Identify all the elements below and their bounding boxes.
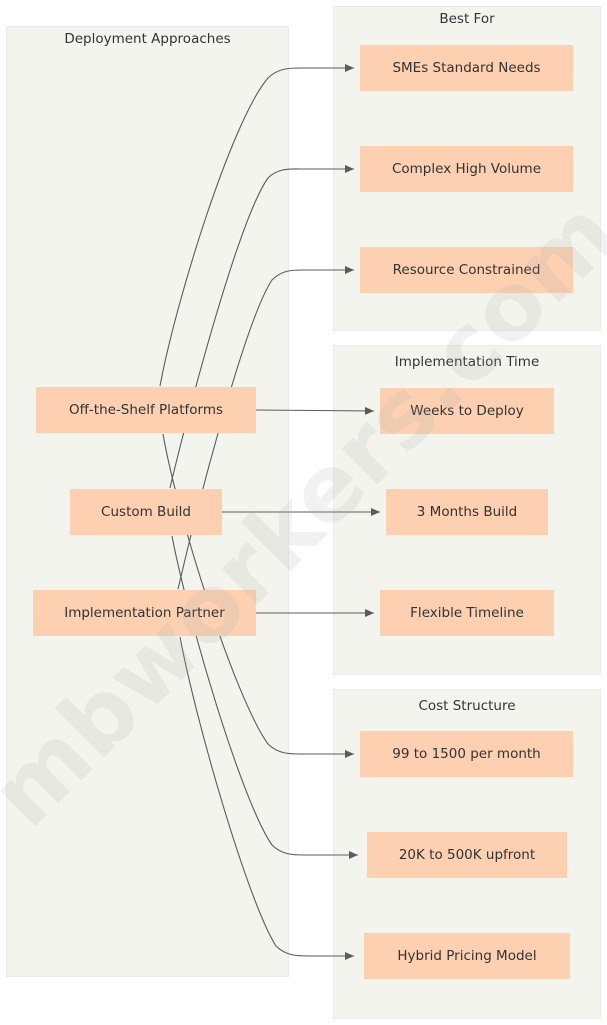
node-off-the-shelf-platforms[interactable]: Off-the-Shelf Platforms bbox=[36, 387, 256, 433]
cluster-title-best-for: Best For bbox=[439, 11, 495, 27]
node-complex-high-volume[interactable]: Complex High Volume bbox=[360, 146, 573, 192]
node-weeks-to-deploy[interactable]: Weeks to Deploy bbox=[380, 388, 554, 434]
cluster-title-implementation-time: Implementation Time bbox=[394, 354, 540, 370]
cluster-title-cost-structure: Cost Structure bbox=[418, 698, 516, 714]
node-20k-to-500k-upfront[interactable]: 20K to 500K upfront bbox=[367, 832, 567, 878]
node-custom-build[interactable]: Custom Build bbox=[70, 489, 222, 535]
cluster-title-deployment-approaches: Deployment Approaches bbox=[64, 31, 231, 47]
node-3-months-build[interactable]: 3 Months Build bbox=[386, 489, 548, 535]
node-resource-constrained[interactable]: Resource Constrained bbox=[360, 247, 573, 293]
node-flexible-timeline[interactable]: Flexible Timeline bbox=[380, 590, 554, 636]
node-implementation-partner[interactable]: Implementation Partner bbox=[33, 590, 256, 636]
node-smes-standard-needs[interactable]: SMEs Standard Needs bbox=[360, 45, 573, 91]
node-hybrid-pricing-model[interactable]: Hybrid Pricing Model bbox=[364, 933, 570, 979]
node-99-to-1500-per-month[interactable]: 99 to 1500 per month bbox=[360, 731, 573, 777]
